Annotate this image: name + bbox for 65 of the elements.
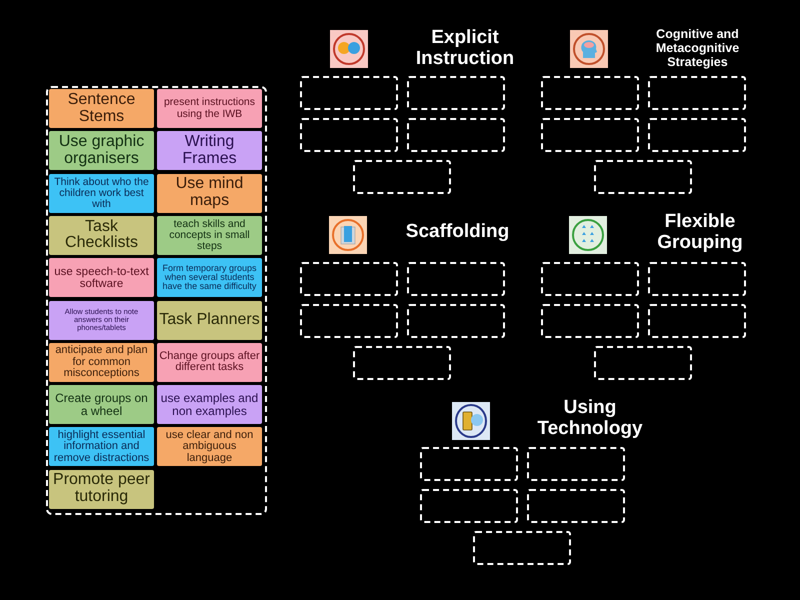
card-text: use examples and non examples [160, 392, 260, 418]
group-heading: Flexible Grouping [656, 212, 744, 254]
drop-slot [420, 447, 518, 481]
card-text: Writing Frames [181, 134, 238, 168]
drop-slot [473, 531, 571, 565]
group-heading: Using Technology [536, 398, 644, 440]
strategy-card [49, 385, 154, 424]
card-text: use speech-to-text software [53, 266, 150, 290]
strategy-card [157, 385, 262, 424]
card-text: anticipate and plan for common misconceptions [54, 344, 149, 380]
drop-slot [648, 262, 746, 296]
strategy-card [157, 131, 262, 170]
drop-slot [648, 304, 746, 338]
drop-slot [648, 76, 746, 110]
strategy-card [157, 216, 262, 255]
strategy-card [157, 300, 262, 340]
strategy-card [157, 174, 262, 213]
drop-slot [541, 262, 639, 296]
drop-slot [541, 304, 639, 338]
card-text: Task Checklists [64, 218, 139, 252]
drop-slot [407, 118, 505, 152]
strategy-card [157, 342, 262, 382]
group-heading: Explicit Instruction [414, 28, 516, 70]
drop-slot [420, 489, 518, 523]
drop-slot [300, 304, 398, 338]
drop-slot [594, 160, 692, 194]
card-text: Use graphic organisers [58, 134, 146, 168]
drop-slot [300, 76, 398, 110]
drop-slot [407, 262, 505, 296]
strategy-card [49, 258, 154, 298]
card-text: Promote peer tutoring [52, 472, 151, 506]
strategy-card [49, 216, 154, 255]
card-pool-panel [46, 86, 267, 515]
strategy-card [49, 342, 154, 382]
card-text: Form temporary groups when several students have the same difficulty [161, 264, 258, 292]
drop-slot [648, 118, 746, 152]
card-text: present instructions using the IWB [162, 97, 256, 120]
drop-slot [594, 346, 692, 380]
strategy-card [157, 258, 262, 298]
card-text: Use mind maps [174, 176, 244, 210]
drop-slot [541, 76, 639, 110]
card-text: use clear and non ambiguous language [164, 430, 254, 464]
drop-slot [353, 346, 451, 380]
card-text: teach skills and concepts in small steps [168, 218, 251, 252]
drop-slot [300, 262, 398, 296]
strategy-card [49, 89, 154, 128]
card-text: Sentence Stems [66, 92, 136, 126]
card-text: highlight essential information and remove distractions [52, 430, 150, 464]
group-heading: Cognitive and Metacognitive Strategies [654, 28, 740, 70]
drop-slot [300, 118, 398, 152]
drop-slot [407, 76, 505, 110]
drop-slot [353, 160, 451, 194]
strategy-card [157, 89, 262, 128]
strategy-card [157, 427, 262, 466]
strategy-card [49, 300, 154, 340]
drop-slot [407, 304, 505, 338]
drop-slot [541, 118, 639, 152]
strategy-card [49, 131, 154, 170]
card-text: Create groups on a wheel [54, 392, 149, 418]
card-text: Task Planners [159, 312, 260, 328]
drop-slot [527, 489, 625, 523]
card-text: Change groups after different tasks [159, 350, 260, 374]
card-text: Think about who the children work best with [53, 176, 150, 210]
group-heading: Scaffolding [404, 222, 510, 243]
drop-slot [527, 447, 625, 481]
